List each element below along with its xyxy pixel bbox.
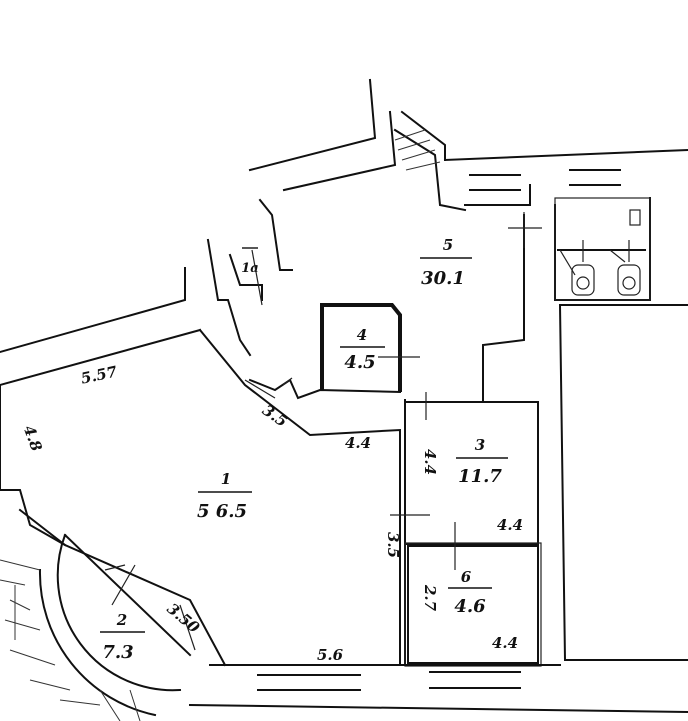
dimension-label: 5.57 xyxy=(79,362,119,387)
dimension-label: 2.7 xyxy=(421,584,439,612)
room-number: 4 xyxy=(357,326,367,344)
dimension-label: 4.4 xyxy=(497,516,523,534)
room-3-label: 3 11.7 xyxy=(390,392,508,516)
room-area: 4.6 xyxy=(454,596,486,617)
room-number: 5 xyxy=(443,236,453,254)
room-5-label: 5 30.1 xyxy=(420,212,542,289)
dimensions: 5.57 4.8 3.5 4.4 5.6 3.5 4.4 4.4 2.7 4.4… xyxy=(20,362,523,664)
dimension-label: 4.8 xyxy=(20,423,46,454)
room-area: 5 6.5 xyxy=(197,501,247,522)
dimension-label: 3.5 xyxy=(384,532,402,558)
room-1a-label: 1a xyxy=(241,247,263,306)
room-4-label: 4 4.5 xyxy=(340,326,420,373)
dimension-label: 3.50 xyxy=(163,600,203,638)
dimension-label: 4.4 xyxy=(421,449,439,475)
room-number: 2 xyxy=(116,611,127,629)
room-area: 11.7 xyxy=(458,466,502,487)
room-6-label: 6 4.6 xyxy=(448,522,492,617)
room-2-label: 2 7.3 xyxy=(100,564,145,663)
dimension-label: 4.4 xyxy=(492,634,518,652)
dimension-label: 5.6 xyxy=(317,646,344,664)
room-number: 1 xyxy=(221,470,231,488)
room-number: 6 xyxy=(461,568,472,586)
room-area: 4.5 xyxy=(344,352,375,373)
room-1-label: 1 5 6.5 xyxy=(197,470,252,522)
walls xyxy=(0,78,688,721)
bathroom-fixtures xyxy=(559,209,641,296)
dimension-label: 3.5 xyxy=(259,401,291,431)
room-area: 30.1 xyxy=(421,268,465,289)
dimension-label: 4.4 xyxy=(345,434,371,452)
room-number: 3 xyxy=(475,436,485,454)
room-area: 7.3 xyxy=(102,642,133,663)
